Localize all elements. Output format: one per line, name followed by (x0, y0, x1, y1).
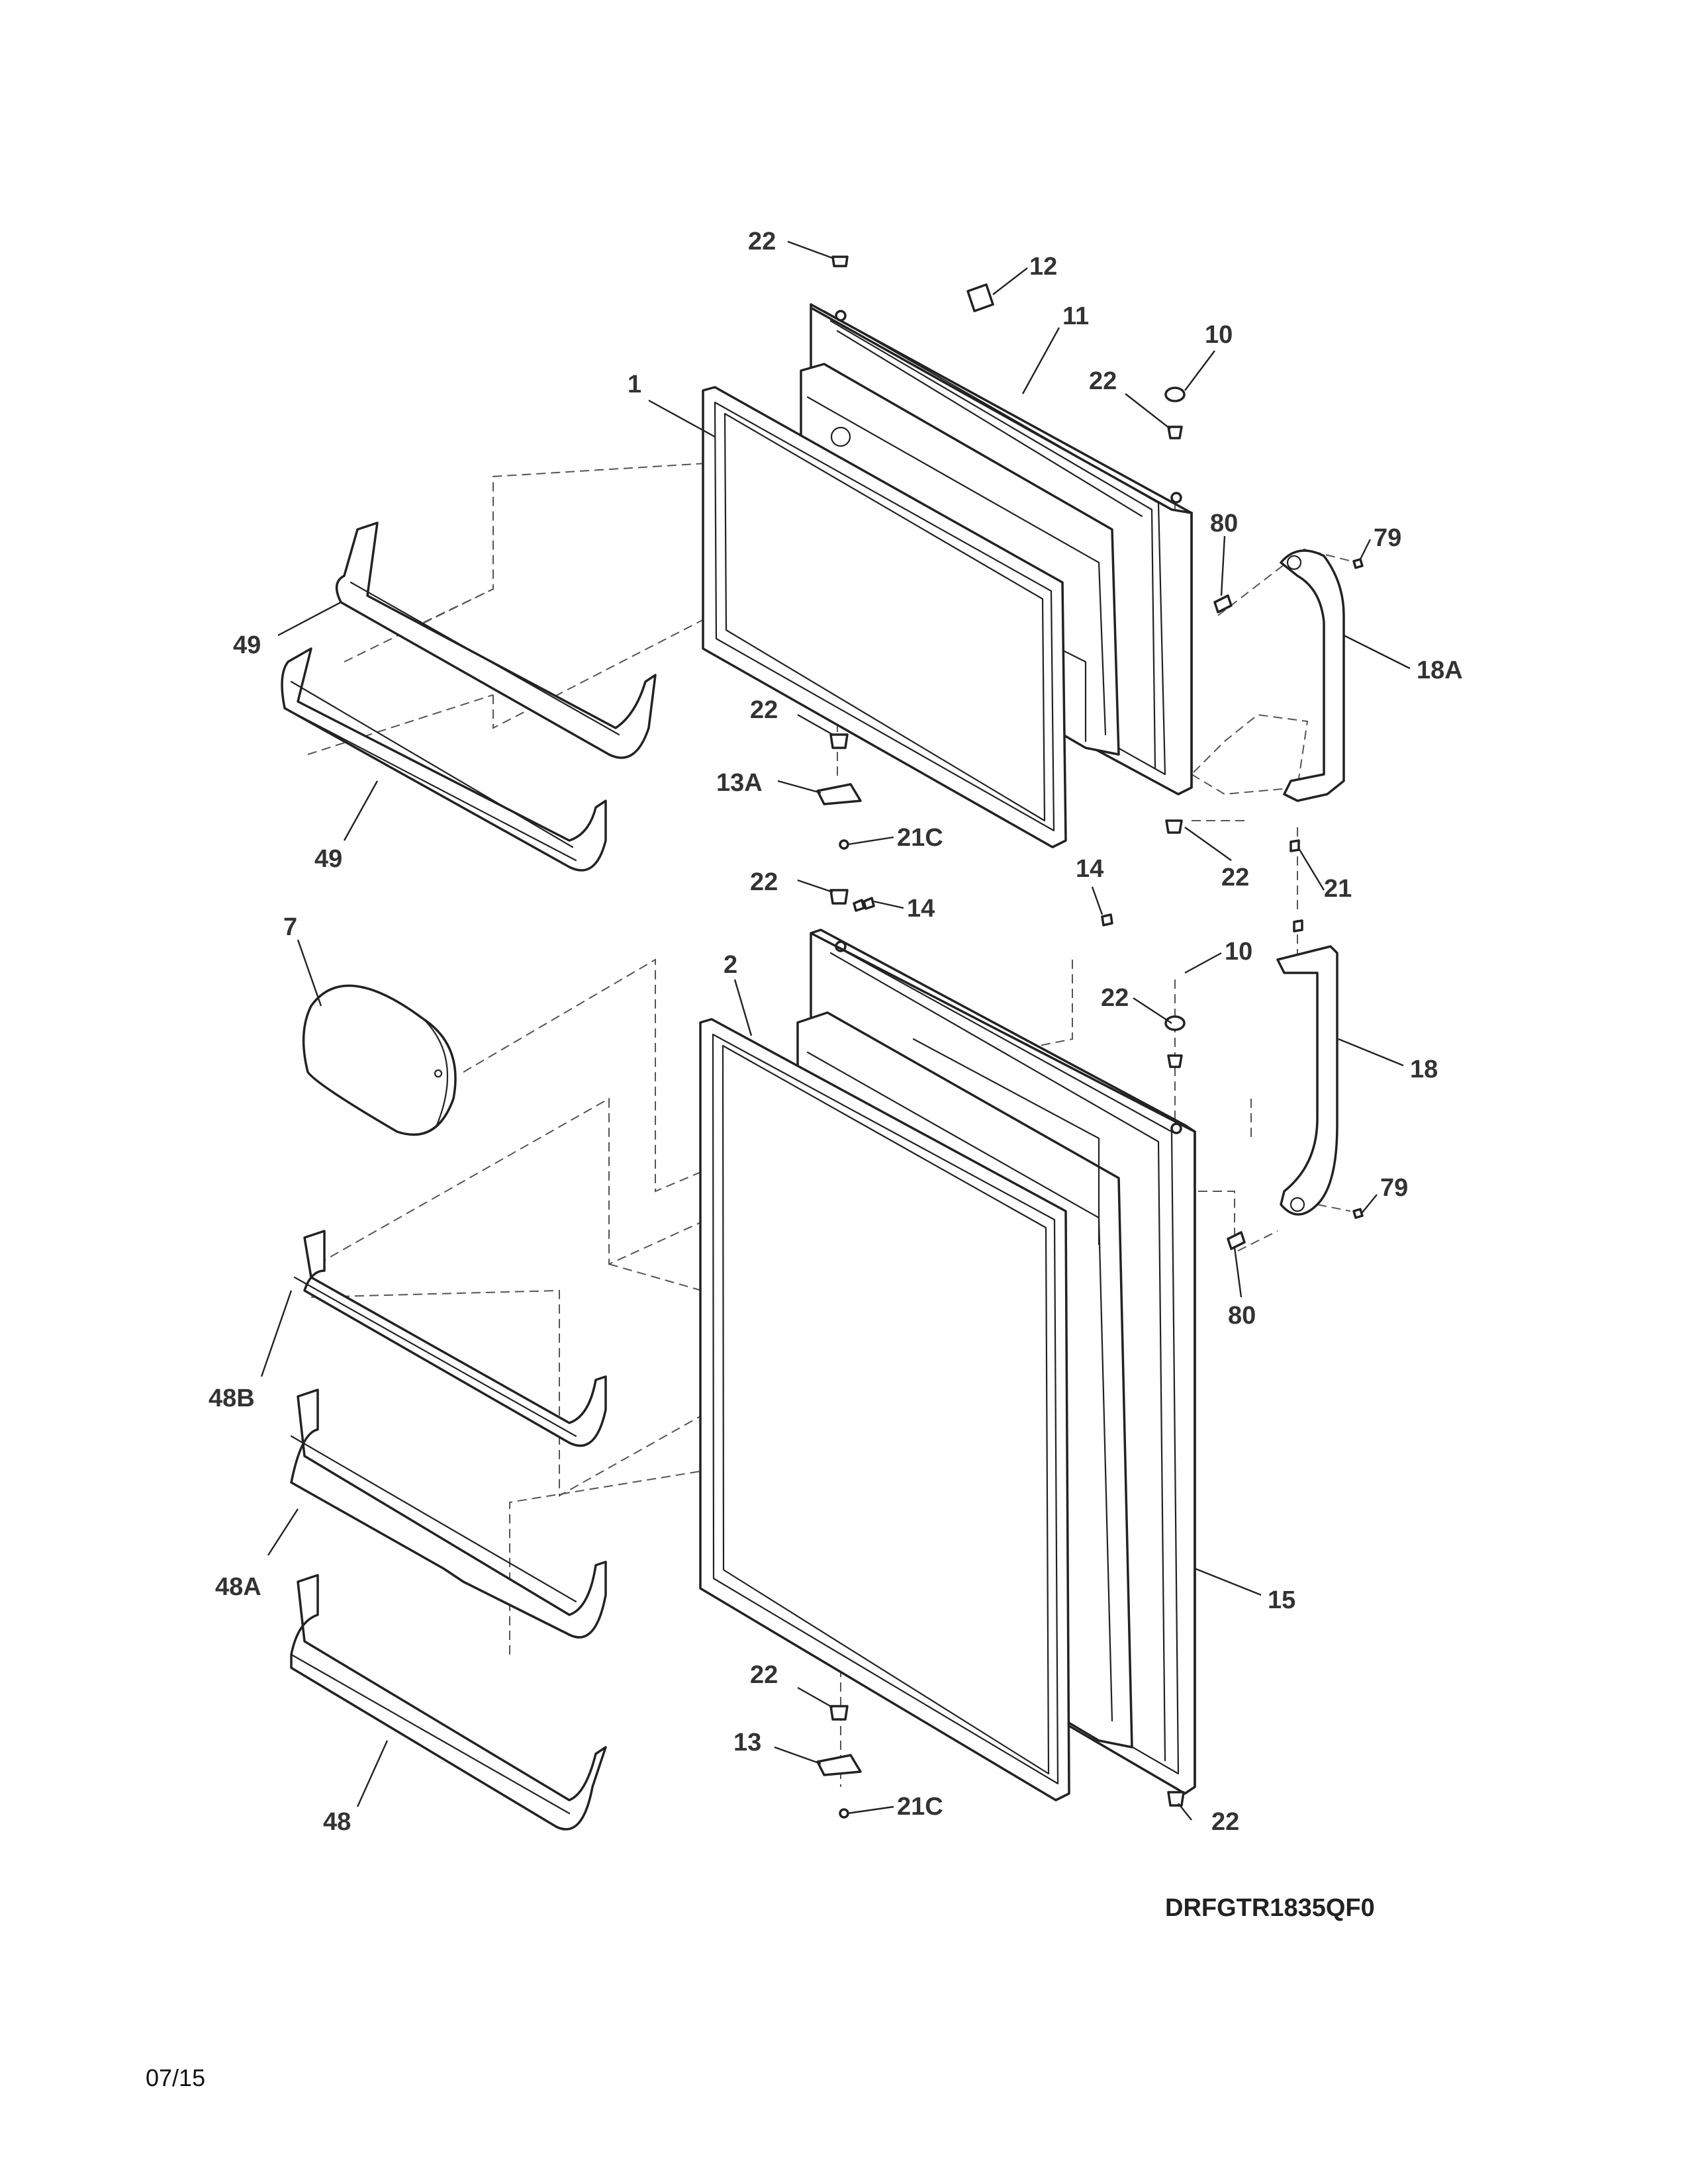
label-48B: 48B (209, 1385, 255, 1412)
label-22-center-hinge: 22 (1221, 864, 1249, 891)
revision-date: 07/15 (146, 2064, 205, 2091)
label-22-top-screw: 22 (748, 228, 776, 255)
hardware (816, 255, 1364, 1819)
label-15: 15 (1268, 1586, 1295, 1614)
leader-lines (260, 240, 1411, 1821)
label-22-freezer-hinge: 22 (1089, 367, 1117, 395)
part-labels: 22 12 11 10 22 1 80 79 49 18A 22 13A 49 … (209, 228, 1463, 1836)
label-80-freezer: 80 (1210, 510, 1238, 537)
label-22-bottom-hinge: 22 (1211, 1808, 1239, 1836)
label-14-left: 14 (907, 895, 935, 923)
label-7: 7 (283, 913, 297, 941)
fresh-food-gasket-2 (699, 1018, 1070, 1801)
door-bin-48A (290, 1388, 607, 1639)
label-2: 2 (724, 951, 737, 979)
label-13A: 13A (716, 769, 763, 797)
label-13: 13 (733, 1729, 761, 1756)
door-bin-48 (290, 1574, 607, 1831)
label-22-fresh-top: 22 (750, 868, 778, 896)
label-21C-freezer: 21C (897, 824, 943, 852)
fresh-food-handle-18 (1276, 945, 1338, 1216)
freezer-shelf-49-lower (281, 647, 607, 872)
label-12: 12 (1029, 253, 1057, 281)
label-49-upper: 49 (233, 631, 261, 659)
label-21: 21 (1324, 875, 1352, 903)
label-1: 1 (628, 371, 641, 398)
label-21C-fresh: 21C (897, 1793, 943, 1821)
diagram-code: DRFGTR1835QF0 (1165, 1894, 1375, 1922)
label-11: 11 (1062, 302, 1089, 330)
freezer-shelf-49-upper (335, 522, 657, 759)
label-79-freezer: 79 (1374, 524, 1401, 552)
label-79-fresh: 79 (1380, 1174, 1408, 1202)
label-49-lower: 49 (314, 845, 342, 873)
label-48A: 48A (215, 1573, 261, 1601)
label-18: 18 (1410, 1056, 1438, 1083)
label-10-fresh: 10 (1225, 938, 1252, 966)
label-22-freezer-bottom: 22 (750, 696, 778, 724)
label-22-fresh-hinge: 22 (1101, 984, 1129, 1012)
freezer-handle-18A (1280, 549, 1345, 802)
label-48: 48 (323, 1808, 351, 1836)
label-14-right: 14 (1076, 855, 1103, 883)
label-80-fresh: 80 (1228, 1302, 1256, 1330)
label-10-freezer: 10 (1205, 321, 1233, 349)
door-bin-48B (293, 1230, 607, 1447)
butter-dish-7 (302, 984, 457, 1136)
label-18A: 18A (1417, 657, 1463, 684)
freezer-gasket-1 (702, 386, 1067, 848)
label-22-fresh-bottom: 22 (750, 1661, 778, 1689)
